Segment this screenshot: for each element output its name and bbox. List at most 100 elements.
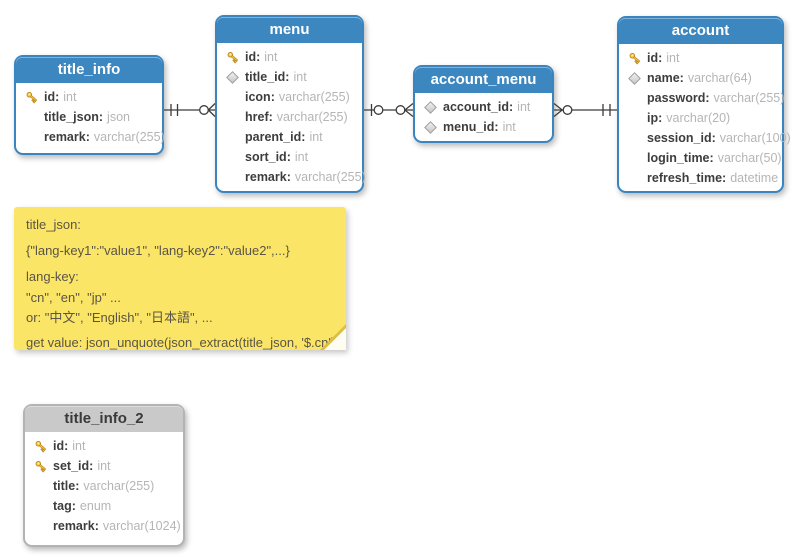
field-name: set_id xyxy=(53,459,93,473)
table-row[interactable]: tagenum xyxy=(34,496,177,516)
zero-or-many-marker xyxy=(199,103,216,117)
field-name: session_id xyxy=(647,131,716,145)
field-name: sort_id xyxy=(245,150,291,164)
foreign-key-icon xyxy=(424,120,443,134)
field-name: parent_id xyxy=(245,130,305,144)
table-row[interactable]: idint xyxy=(25,87,156,107)
zero-or-many-marker xyxy=(395,102,414,118)
field-list: idintset_idinttitlevarchar(255)tagenumre… xyxy=(25,432,183,536)
field-name: id xyxy=(53,439,68,453)
primary-key-icon xyxy=(34,459,53,473)
field-type: varchar(1024) xyxy=(102,519,181,533)
relationship-menu-account-menu[interactable] xyxy=(364,96,414,124)
exactly-one-marker xyxy=(170,104,179,116)
field-list: idintnamevarchar(64)passwordvarchar(255)… xyxy=(619,44,791,188)
table-title: account_menu xyxy=(415,67,552,93)
field-type: varchar(255) xyxy=(713,91,785,105)
field-type: int xyxy=(309,130,323,144)
field-name: login_time xyxy=(647,151,714,165)
table-row[interactable]: idint xyxy=(226,47,356,67)
table-row[interactable]: menu_idint xyxy=(424,117,546,137)
table-row[interactable]: title_json json xyxy=(25,107,156,127)
field-name: title_json xyxy=(44,110,103,124)
table-row[interactable]: idint xyxy=(34,436,177,456)
relationship-title-info-menu[interactable] xyxy=(164,96,216,124)
field-type: int xyxy=(294,150,309,164)
table-title: title_info xyxy=(16,57,162,83)
zero-or-many-marker xyxy=(553,102,573,118)
table-account[interactable]: account idintnamevarchar(64)passwordvarc… xyxy=(617,16,791,193)
table-row[interactable]: idint xyxy=(628,48,776,68)
field-name: remark xyxy=(44,130,90,144)
foreign-key-icon xyxy=(628,71,647,85)
field-type: int xyxy=(502,120,516,134)
table-row[interactable]: ip varchar(20) xyxy=(628,108,776,128)
field-type: varchar(64) xyxy=(687,71,752,85)
table-row[interactable]: remarkvarchar(255) xyxy=(25,127,165,147)
field-type: varchar(255) xyxy=(83,479,155,493)
field-name: name xyxy=(647,71,684,85)
field-type: int xyxy=(97,459,111,473)
relationship-account-menu-account[interactable] xyxy=(553,96,617,124)
table-row[interactable]: namevarchar(64) xyxy=(628,68,776,88)
table-row[interactable]: passwordvarchar(255) xyxy=(628,88,784,108)
field-name: account_id xyxy=(443,100,513,114)
table-menu[interactable]: menu idinttitle_idinticonvarchar(255)hre… xyxy=(215,15,366,193)
table-row[interactable]: account_id int xyxy=(424,97,546,117)
foreign-key-icon xyxy=(424,100,443,114)
field-type: json xyxy=(107,110,130,124)
field-type: varchar(255) xyxy=(276,110,348,124)
sticky-note[interactable]: title_json: {"lang-key1":"value1", "lang-… xyxy=(14,207,346,350)
table-title: menu xyxy=(217,17,362,43)
field-type: int xyxy=(517,100,531,114)
field-type: int xyxy=(72,439,86,453)
table-row[interactable]: login_timevarchar(50) xyxy=(628,148,782,168)
table-title-info[interactable]: title_info idint title_json json remarkvarc… xyxy=(14,55,165,155)
field-name: menu_id xyxy=(443,120,499,134)
note-fold-corner-icon xyxy=(324,328,346,350)
table-row[interactable]: refresh_timedatetime xyxy=(628,168,779,188)
field-name: title_id xyxy=(245,70,289,84)
table-title: title_info_2 xyxy=(25,406,183,432)
table-row[interactable]: iconvarchar(255) xyxy=(226,87,356,107)
table-account-menu[interactable]: account_menu account_idintmenu_idint xyxy=(413,65,554,143)
note-line: lang-key: xyxy=(26,269,79,284)
field-name: title xyxy=(53,479,79,493)
field-type: varchar(20) xyxy=(666,111,731,125)
field-type: varchar(255) xyxy=(294,170,366,184)
note-text: title_json: {"lang-key1":"value1", "lang-… xyxy=(26,216,336,351)
table-row[interactable]: title_idint xyxy=(226,67,356,87)
table-row[interactable]: sort_idint xyxy=(226,147,356,167)
field-list: idinttitle_idinticonvarchar(255)hrefvarc… xyxy=(217,43,366,187)
field-name: id xyxy=(647,51,662,65)
field-name: icon xyxy=(245,90,275,104)
field-name: href xyxy=(245,110,273,124)
primary-key-icon xyxy=(226,50,245,64)
exactly-one-marker xyxy=(602,104,611,116)
note-line: "cn", "en", "jp" ... xyxy=(26,290,121,305)
note-line: title_json: xyxy=(26,217,81,232)
table-row[interactable]: remarkvarchar(255) xyxy=(226,167,366,187)
note-line: {"lang-key1":"value1", "lang-key2":"valu… xyxy=(26,243,290,258)
field-list: idint title_json json remarkvarchar(255) xyxy=(16,83,165,147)
note-line: get value: json_unquote(json_extract(tit… xyxy=(26,335,336,350)
field-name: id xyxy=(245,50,260,64)
table-row[interactable]: hrefvarchar(255) xyxy=(226,107,356,127)
table-row[interactable]: title varchar(255) xyxy=(34,476,177,496)
field-type: varchar(255) xyxy=(278,90,350,104)
table-row[interactable]: parent_id int xyxy=(226,127,356,147)
field-type: int xyxy=(666,51,680,65)
table-row[interactable]: session_idvarchar(100) xyxy=(628,128,791,148)
field-type: datetime xyxy=(730,171,779,185)
field-type: int xyxy=(264,50,278,64)
field-name: remark xyxy=(53,519,99,533)
field-name: ip xyxy=(647,111,662,125)
foreign-key-icon xyxy=(226,70,245,84)
field-type: varchar(255) xyxy=(93,130,165,144)
table-row[interactable]: remarkvarchar(1024) xyxy=(34,516,181,536)
table-row[interactable]: set_id int xyxy=(34,456,177,476)
primary-key-icon xyxy=(34,439,53,453)
table-title-info-2[interactable]: title_info_2 idintset_idinttitlevarchar(… xyxy=(23,404,185,547)
field-name: tag xyxy=(53,499,76,513)
